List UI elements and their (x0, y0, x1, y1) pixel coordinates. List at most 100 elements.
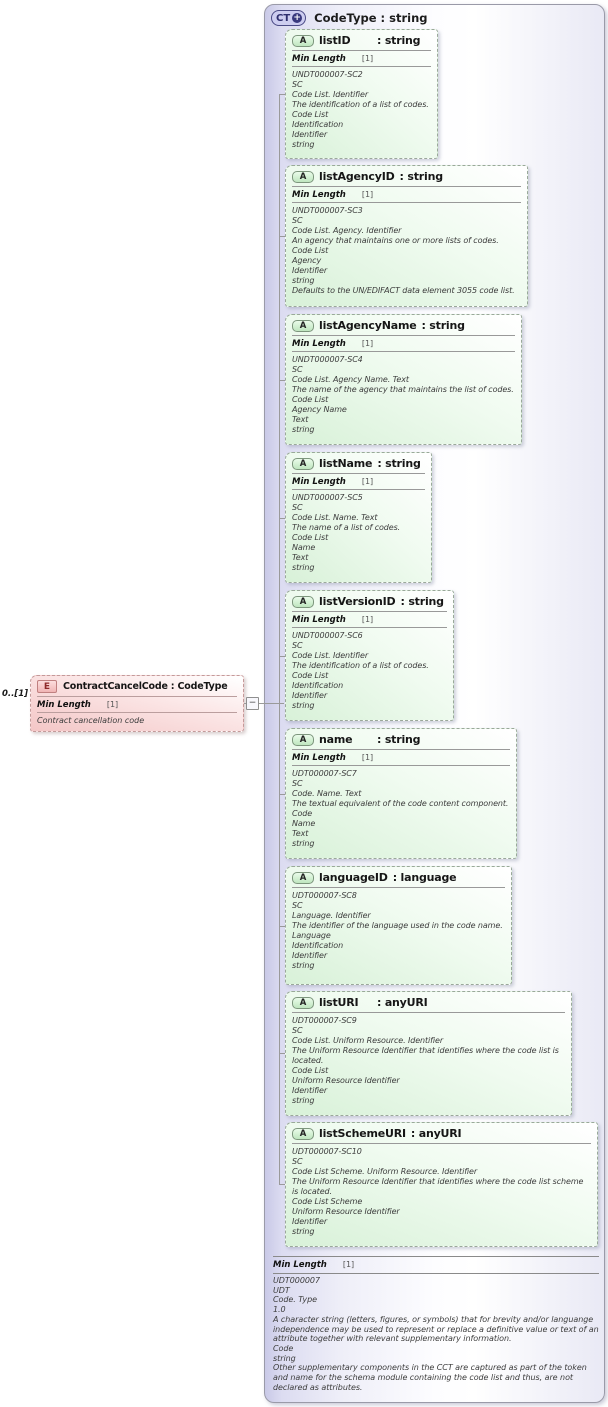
attribute-type: : string (377, 733, 421, 746)
attribute-type: : string (377, 457, 421, 470)
attribute-name: listVersionID (319, 595, 396, 608)
complex-type-container: CT + CodeType : string A listID : string… (264, 4, 605, 1403)
complex-type-icon: CT + (271, 10, 307, 26)
attribute-type: : anyURI (377, 996, 428, 1009)
attribute-type: : language (392, 871, 457, 884)
facet-value: [1] (342, 1260, 355, 1269)
element-type-connector-line (244, 703, 284, 704)
attribute-name: listName (319, 457, 373, 470)
attribute-type: : anyURI (410, 1127, 462, 1140)
attribute-box-listSchemeURI[interactable]: A listSchemeURI : anyURI UDT000007-SC10 … (285, 1122, 598, 1247)
attribute-icon: A (292, 457, 314, 470)
attribute-box-listURI[interactable]: A listURI : anyURI UDT000007-SC9 SC Code… (285, 991, 572, 1116)
attribute-description: UDT000007-SC8 SC Language. Identifier Th… (292, 891, 503, 970)
attribute-icon: A (292, 996, 314, 1009)
facet-row: Min Length [1] (292, 612, 447, 628)
attribute-header: A listSchemeURI : anyURI (292, 1123, 591, 1144)
attribute-header: A listURI : anyURI (292, 992, 565, 1013)
attribute-icon: A (292, 595, 314, 608)
attribute-description: UNDT000007-SC3 SC Code List. Agency. Ide… (292, 206, 515, 295)
attribute-name: languageID (319, 871, 388, 884)
element-icon: E (37, 680, 57, 693)
attribute-icon: A (292, 319, 314, 332)
facet-label: Min Length (292, 615, 346, 625)
facet-value: [1] (361, 190, 374, 199)
attribute-box-listID[interactable]: A listID : string Min Length [1] UNDT000… (285, 29, 438, 159)
attribute-header: A listVersionID : string (292, 591, 447, 612)
element-box-ContractCancelCode[interactable]: E ContractCancelCode : CodeType Min Leng… (30, 675, 244, 732)
facet-value: [1] (361, 339, 374, 348)
facet-label: Min Length (292, 190, 346, 200)
facet-row: Min Length [1] (292, 336, 515, 352)
attribute-header: A listAgencyID : string (292, 166, 521, 187)
complex-type-header: CT + CodeType : string (271, 10, 428, 26)
attribute-box-listVersionID[interactable]: A listVersionID : string Min Length [1] … (285, 590, 454, 721)
facet-value: [1] (106, 700, 119, 709)
attribute-icon: A (292, 34, 314, 47)
collapse-icon[interactable]: − (246, 697, 259, 710)
type-facet-row: Min Length [1] (273, 1256, 599, 1274)
cardinality-label: 0..[1] (2, 689, 29, 699)
facet-row: Min Length [1] (292, 51, 431, 67)
element-description: Contract cancellation code (37, 716, 145, 725)
facet-label: Min Length (292, 54, 346, 64)
facet-label: Min Length (273, 1260, 327, 1270)
attribute-box-listAgencyName[interactable]: A listAgencyName : string Min Length [1]… (285, 314, 522, 445)
facet-label: Min Length (292, 339, 346, 349)
tree-stub (279, 794, 286, 795)
attribute-box-name[interactable]: A name : string Min Length [1] UDT000007… (285, 728, 517, 859)
facet-label: Min Length (37, 700, 91, 710)
facet-value: [1] (361, 54, 374, 63)
attribute-description: UDT000007-SC7 SC Code. Name. Text The te… (292, 769, 509, 848)
facet-row: Min Length [1] (292, 187, 521, 203)
attribute-header: A name : string (292, 729, 510, 750)
attribute-icon: A (292, 733, 314, 746)
attribute-description: UDT000007-SC10 SC Code List Scheme. Unif… (292, 1147, 584, 1236)
attribute-header: A listName : string (292, 453, 425, 474)
attribute-description: UNDT000007-SC2 SC Code List. Identifier … (292, 70, 429, 149)
tree-vertical-line (279, 94, 280, 1184)
attribute-name: listAgencyName (319, 319, 417, 332)
attribute-header: A listAgencyName : string (292, 315, 515, 336)
attribute-type: : string (377, 34, 421, 47)
facet-row: Min Length [1] (37, 697, 237, 713)
facet-row: Min Length [1] (292, 474, 425, 490)
attribute-description: UDT000007-SC9 SC Code List. Uniform Reso… (292, 1016, 559, 1105)
element-header: E ContractCancelCode : CodeType (37, 676, 237, 697)
attribute-icon: A (292, 170, 314, 183)
attribute-name: listID (319, 34, 351, 47)
attribute-box-listAgencyID[interactable]: A listAgencyID : string Min Length [1] U… (285, 165, 528, 307)
attribute-name: listSchemeURI (319, 1127, 406, 1140)
facet-label: Min Length (292, 753, 346, 763)
attribute-description: UNDT000007-SC6 SC Code List. Identifier … (292, 631, 429, 710)
facet-value: [1] (361, 477, 374, 486)
attribute-box-languageID[interactable]: A languageID : language UDT000007-SC8 SC… (285, 866, 512, 985)
attribute-icon: A (292, 871, 314, 884)
tree-stub (279, 236, 286, 237)
tree-stub (279, 1184, 286, 1185)
attribute-name: listURI (319, 996, 359, 1009)
attribute-type: : string (421, 319, 465, 332)
attribute-icon: A (292, 1127, 314, 1140)
tree-stub (279, 1053, 286, 1054)
tree-stub (279, 518, 286, 519)
attribute-description: UNDT000007-SC4 SC Code List. Agency Name… (292, 355, 514, 434)
facet-value: [1] (361, 615, 374, 624)
tree-stub (279, 926, 286, 927)
complex-type-title: CodeType : string (314, 11, 428, 25)
attribute-description: UNDT000007-SC5 SC Code List. Name. Text … (292, 493, 401, 572)
attribute-name: listAgencyID (319, 170, 395, 183)
attribute-type: : string (399, 170, 444, 183)
element-title: ContractCancelCode : CodeType (63, 681, 228, 692)
plus-icon: + (292, 13, 303, 23)
attribute-type: : string (400, 595, 444, 608)
facet-label: Min Length (292, 477, 346, 487)
facet-row: Min Length [1] (292, 750, 510, 766)
tree-stub (279, 380, 286, 381)
complex-type-badge-label: CT (276, 12, 291, 24)
tree-stub (279, 656, 286, 657)
tree-stub (279, 94, 286, 95)
facet-value: [1] (361, 753, 374, 762)
attribute-box-listName[interactable]: A listName : string Min Length [1] UNDT0… (285, 452, 432, 583)
attribute-header: A languageID : language (292, 867, 505, 888)
